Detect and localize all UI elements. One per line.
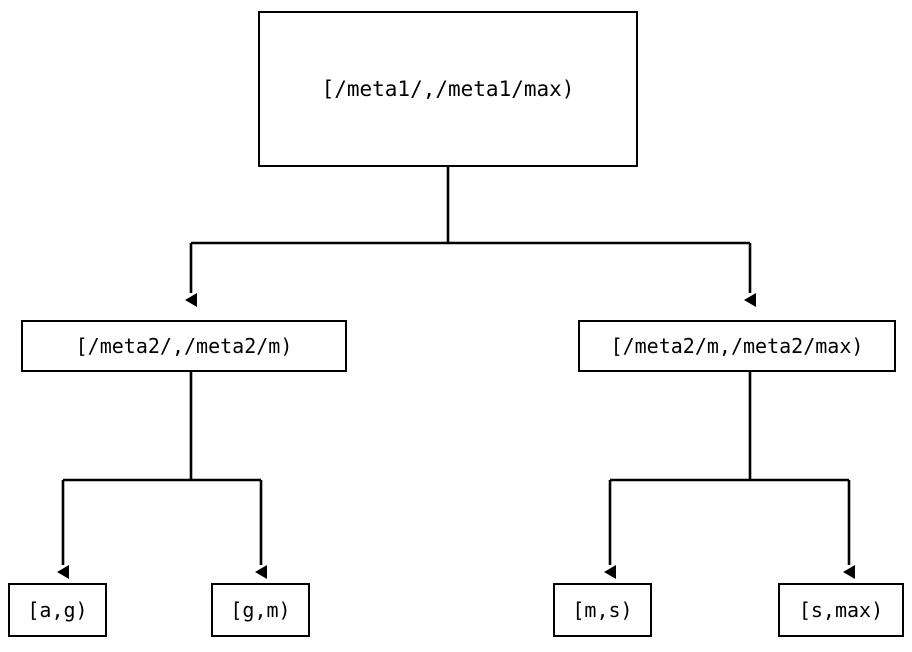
tree-node-leaf-gm-label: [g,m)	[230, 598, 291, 622]
tree-node-mid-left-label: [/meta2/,/meta2/m)	[75, 334, 293, 358]
tree-node-root-label: [/meta1/,/meta1/max)	[321, 76, 575, 101]
tree-node-mid-right[interactable]: [/meta2/m,/meta2/max)	[578, 320, 896, 372]
tree-node-leaf-gm[interactable]: [g,m)	[211, 583, 310, 637]
tree-node-mid-right-label: [/meta2/m,/meta2/max)	[610, 334, 864, 358]
tree-node-root[interactable]: [/meta1/,/meta1/max)	[258, 11, 638, 167]
tree-node-leaf-ag[interactable]: [a,g)	[8, 583, 107, 637]
tree-node-leaf-ms[interactable]: [m,s)	[553, 583, 652, 637]
tree-node-mid-left[interactable]: [/meta2/,/meta2/m)	[21, 320, 347, 372]
tree-node-leaf-smax[interactable]: [s,max)	[778, 583, 904, 637]
tree-node-leaf-smax-label: [s,max)	[798, 598, 884, 622]
tree-node-leaf-ag-label: [a,g)	[27, 598, 88, 622]
tree-node-leaf-ms-label: [m,s)	[572, 598, 633, 622]
